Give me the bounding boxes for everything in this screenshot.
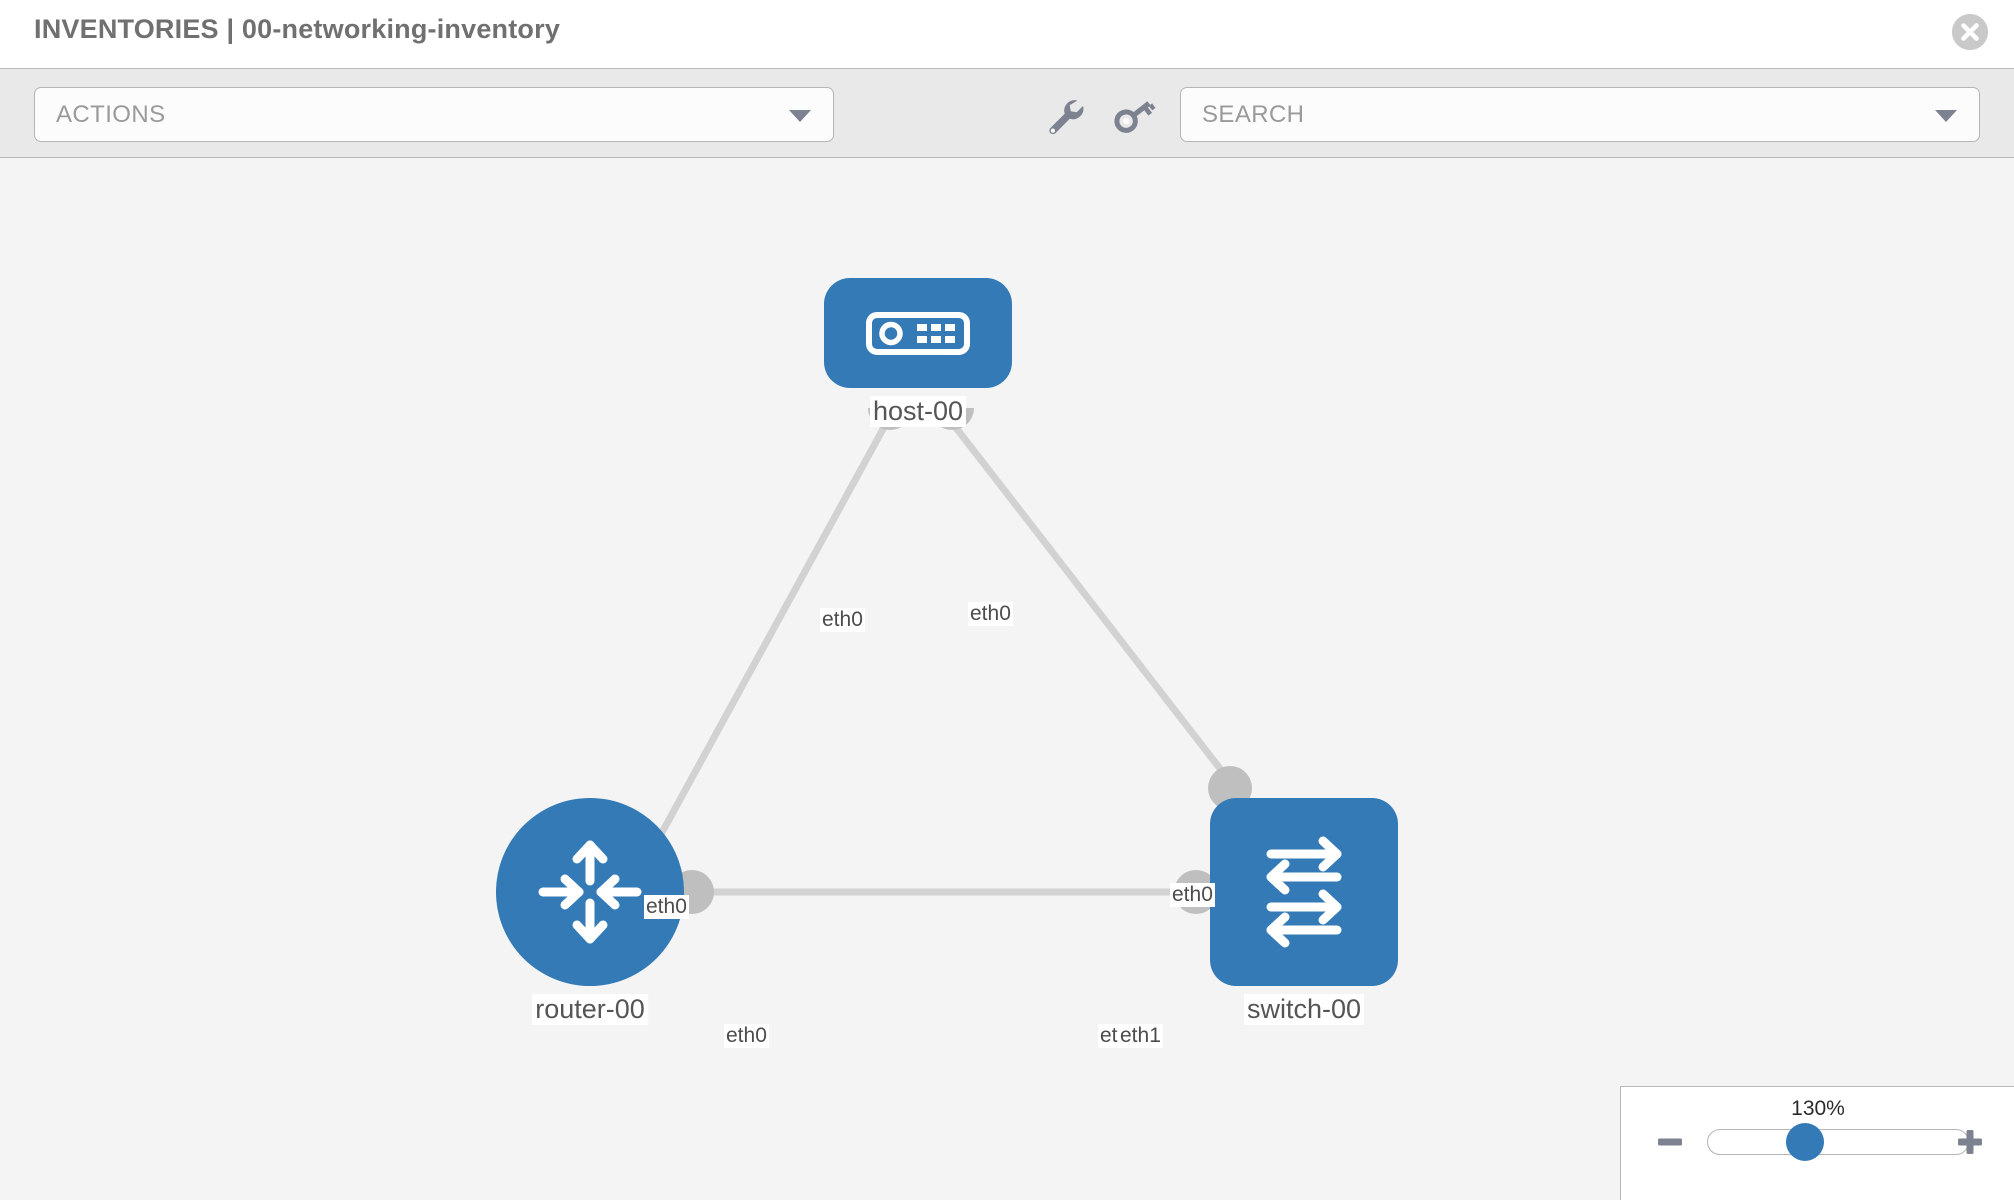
router-arrows-icon bbox=[538, 840, 642, 944]
router-node-shape[interactable] bbox=[496, 798, 684, 986]
plus-icon[interactable] bbox=[1957, 1129, 1983, 1160]
minus-icon[interactable] bbox=[1657, 1129, 1683, 1160]
zoom-control-panel: 130% bbox=[1620, 1086, 2014, 1200]
toolbar: ACTIONS SEARCH bbox=[0, 68, 2014, 158]
topology-canvas[interactable]: host-00 bbox=[0, 158, 2014, 1200]
node-switch-00[interactable]: switch-00 bbox=[1210, 798, 1398, 1025]
node-label-router-00: router-00 bbox=[532, 994, 648, 1025]
search-input[interactable]: SEARCH bbox=[1180, 87, 1980, 142]
node-label-host-00: host-00 bbox=[869, 396, 967, 427]
chevron-down-icon bbox=[789, 109, 811, 122]
zoom-slider-thumb[interactable] bbox=[1786, 1123, 1824, 1161]
wrench-icon[interactable] bbox=[1040, 91, 1088, 139]
iface-label-router-upper: eth0 bbox=[644, 895, 689, 919]
zoom-level-value: 130% bbox=[1791, 1097, 1845, 1120]
edge-host-switch[interactable] bbox=[947, 417, 1238, 791]
actions-dropdown-label: ACTIONS bbox=[56, 101, 166, 128]
node-host-00[interactable]: host-00 bbox=[824, 278, 1012, 427]
iface-label-router-right: eth0 bbox=[724, 1024, 769, 1048]
switch-node-shape[interactable] bbox=[1210, 798, 1398, 986]
close-icon[interactable] bbox=[1952, 14, 1988, 50]
node-router-00[interactable]: router-00 bbox=[496, 798, 684, 1025]
page-header: INVENTORIES | 00-networking-inventory bbox=[0, 0, 2014, 68]
server-device-icon bbox=[866, 312, 970, 355]
chevron-down-icon[interactable] bbox=[1935, 109, 1957, 122]
iface-label-host-right: eth0 bbox=[968, 602, 1013, 626]
zoom-slider-track[interactable] bbox=[1707, 1129, 1969, 1155]
search-placeholder: SEARCH bbox=[1202, 101, 1305, 128]
page-title: INVENTORIES | 00-networking-inventory bbox=[34, 14, 561, 44]
host-node-shape[interactable] bbox=[824, 278, 1012, 388]
actions-dropdown[interactable]: ACTIONS bbox=[34, 87, 834, 142]
iface-label-host-left: eth0 bbox=[820, 608, 865, 632]
key-icon[interactable] bbox=[1110, 91, 1158, 139]
iface-label-switch-left: eth1 bbox=[1118, 1024, 1163, 1048]
iface-label-switch-upper: eth0 bbox=[1170, 883, 1215, 907]
edge-host-router[interactable] bbox=[644, 418, 892, 860]
node-label-switch-00: switch-00 bbox=[1243, 994, 1365, 1025]
switch-arrows-icon bbox=[1266, 836, 1342, 948]
